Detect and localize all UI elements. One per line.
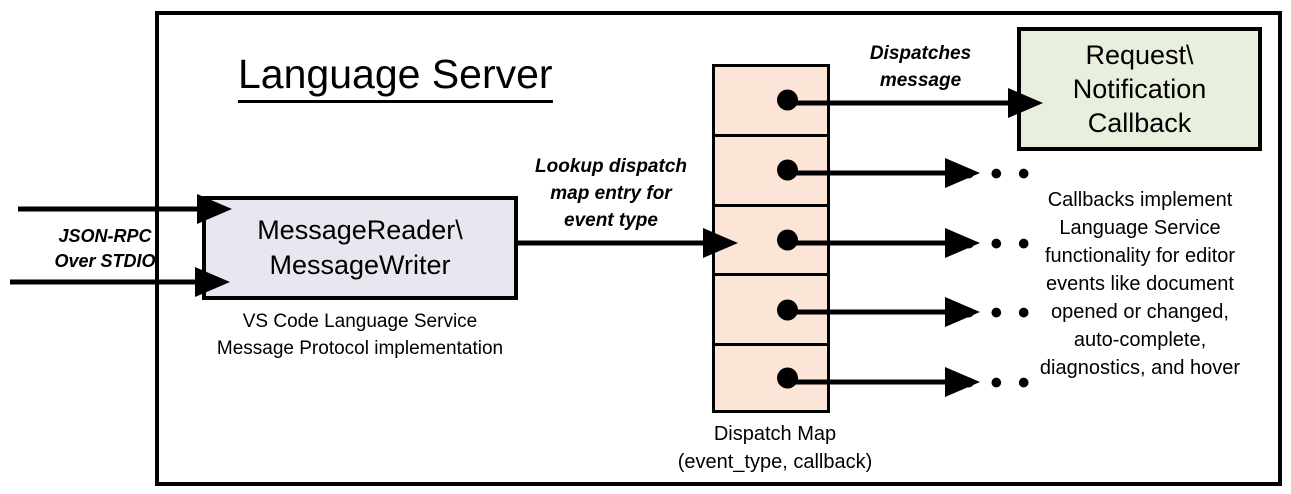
callback-dot-icon xyxy=(777,159,798,181)
message-reader-writer-caption: VS Code Language Service Message Protoco… xyxy=(200,308,520,362)
callback-box-line3: Callback xyxy=(1087,108,1192,138)
lookup-dispatch-label-line2: map entry for xyxy=(550,183,672,204)
transport-label-line1: JSON-RPC xyxy=(58,226,152,246)
dispatches-message-label: Dispatches message xyxy=(833,40,1008,94)
transport-label: JSON-RPC Over STDIO xyxy=(30,224,180,274)
transport-label-line2: Over STDIO xyxy=(54,251,156,271)
callback-dot-icon xyxy=(777,299,798,321)
message-reader-writer-line2: MessageWriter xyxy=(269,250,451,280)
dispatch-map-row-2[interactable] xyxy=(712,133,830,204)
callback-caption-line7: diagnostics, and hover xyxy=(1039,357,1241,379)
lookup-dispatch-label-line1: Lookup dispatch xyxy=(535,156,687,177)
callback-caption-line5: opened or changed, xyxy=(1051,301,1229,323)
callback-dot-icon xyxy=(777,89,798,111)
message-reader-writer-caption-line1: VS Code Language Service xyxy=(242,311,478,332)
dispatch-map-caption-line2: (event_type, callback) xyxy=(677,451,873,473)
message-reader-writer-caption-line2: Message Protocol implementation xyxy=(216,338,504,359)
message-reader-writer-box[interactable]: MessageReader\ MessageWriter xyxy=(202,196,518,300)
dispatch-map-row-4[interactable] xyxy=(712,273,830,344)
dispatches-message-label-line2: message xyxy=(879,70,962,91)
callback-caption-line4: events like document xyxy=(1046,273,1234,295)
callback-caption-line6: auto-complete, xyxy=(1073,329,1207,351)
dispatch-map-caption: Dispatch Map (event_type, callback) xyxy=(640,420,910,476)
callback-caption: Callbacks implement Language Service fun… xyxy=(1005,186,1275,382)
callback-dot-icon xyxy=(777,229,798,251)
callback-dot-icon xyxy=(777,367,798,389)
dispatches-message-label-line1: Dispatches xyxy=(869,43,972,64)
dispatch-map-row-1[interactable] xyxy=(712,64,830,134)
language-server-frame xyxy=(155,11,1282,486)
dispatch-map-ellipsis-row-2: • • • xyxy=(963,155,1033,193)
callback-box-line1: Request\ xyxy=(1085,40,1194,70)
page-title: Language Server xyxy=(238,50,553,103)
dispatch-map-table[interactable] xyxy=(712,64,830,413)
lookup-dispatch-label: Lookup dispatch map entry for event type xyxy=(516,153,706,234)
callback-caption-line2: Language Service xyxy=(1059,217,1221,239)
request-notification-callback-text: Request\ Notification Callback xyxy=(1073,38,1207,140)
dispatch-map-row-5[interactable] xyxy=(712,343,830,413)
message-reader-writer-line1: MessageReader\ xyxy=(257,215,463,245)
callback-caption-line1: Callbacks implement xyxy=(1047,189,1233,211)
callback-box-line2: Notification xyxy=(1072,74,1207,104)
message-reader-writer-text: MessageReader\ MessageWriter xyxy=(257,213,463,283)
callback-caption-line3: functionality for editor xyxy=(1044,245,1236,267)
request-notification-callback-box[interactable]: Request\ Notification Callback xyxy=(1017,27,1262,151)
lookup-dispatch-label-line3: event type xyxy=(564,210,658,231)
dispatch-map-row-3[interactable] xyxy=(712,203,830,274)
dispatch-map-caption-line1: Dispatch Map xyxy=(713,423,837,445)
